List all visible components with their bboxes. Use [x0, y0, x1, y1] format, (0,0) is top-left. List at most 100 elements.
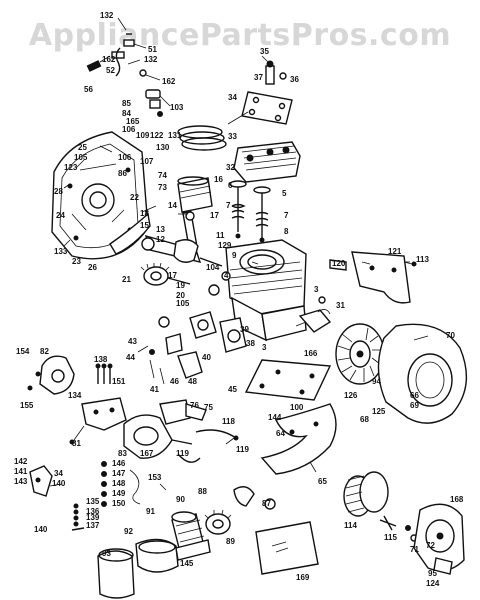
part-label: 124	[426, 579, 440, 588]
part-label: 20	[176, 291, 185, 300]
part-label: 130	[156, 143, 170, 152]
part-label: 123	[64, 163, 78, 172]
part-label: 9	[232, 251, 237, 260]
part-label: 82	[40, 347, 49, 356]
part-label: 143	[14, 477, 28, 486]
owners-manual	[255, 521, 319, 575]
leader-lines	[63, 111, 429, 491]
part-label: 135	[86, 497, 100, 506]
part-label: 84	[122, 109, 131, 118]
bracket-121	[329, 251, 417, 304]
part-label: 126	[344, 391, 358, 400]
piston-rings	[177, 125, 227, 151]
part-label: 16	[214, 175, 223, 184]
part-label: 137	[86, 521, 100, 530]
part-label: 86	[118, 169, 127, 178]
part-label: 24	[56, 211, 65, 220]
washers-column	[101, 461, 141, 507]
part-label: 106	[118, 153, 132, 162]
part-label: 64	[276, 429, 285, 438]
part-label: 109	[136, 131, 150, 140]
part-label: 151	[112, 377, 126, 386]
part-label: 52	[106, 66, 115, 75]
part-label: 70	[446, 331, 455, 340]
part-label: 13	[156, 225, 165, 234]
part-label: 32	[226, 163, 235, 172]
part-label: 125	[372, 407, 386, 416]
part-label: 85	[122, 99, 131, 108]
piston-assembly	[177, 176, 213, 250]
part-label: 149	[112, 489, 126, 498]
part-label: 15	[140, 221, 149, 230]
part-label: 35	[260, 47, 269, 56]
part-label: 169	[296, 573, 310, 582]
part-label: 91	[146, 507, 155, 516]
part-label: 136	[86, 507, 100, 516]
part-label: 72	[426, 541, 435, 550]
part-label: 71	[410, 545, 419, 554]
crankcase-cover	[51, 131, 151, 260]
part-label: 69	[410, 401, 419, 410]
part-label: 12	[156, 235, 165, 244]
part-label: 144	[268, 413, 282, 422]
part-label: 66	[410, 391, 419, 400]
part-label: 56	[84, 85, 93, 94]
part-label: 51	[148, 45, 157, 54]
part-label: 129	[218, 241, 232, 250]
plate-82	[27, 355, 75, 395]
part-label: 43	[128, 337, 137, 346]
part-label: 155	[20, 401, 34, 410]
top-hardware	[86, 17, 161, 81]
part-label: 119	[236, 445, 249, 454]
part-label: 121	[388, 247, 402, 256]
part-label: 6	[228, 181, 233, 190]
muffler	[97, 538, 211, 599]
part-label: 89	[226, 537, 235, 546]
part-label: 11	[216, 231, 225, 240]
part-label: 95	[428, 569, 437, 578]
crankshaft	[141, 234, 223, 267]
part-label: 146	[112, 459, 126, 468]
part-label: 120	[332, 259, 346, 268]
part-labels: 132 51 162 132 52 56 162 35 37 36 34 85 …	[14, 11, 464, 588]
part-label: 40	[202, 353, 211, 362]
part-label: 17	[210, 211, 219, 220]
screws-138	[95, 363, 113, 384]
part-label: 106	[122, 125, 136, 134]
part-label: 150	[112, 499, 126, 508]
parts-artwork	[27, 17, 468, 599]
bracket-134	[69, 397, 127, 445]
part-label: 119	[176, 449, 189, 458]
part-label: 100	[290, 403, 304, 412]
part-label: 8	[284, 227, 289, 236]
part-label: 134	[68, 391, 82, 400]
part-label: 154	[16, 347, 30, 356]
part-label: 88	[198, 487, 207, 496]
part-label: 5	[282, 189, 287, 198]
part-label: 103	[170, 103, 184, 112]
part-label: 140	[34, 525, 48, 534]
part-label: 34	[54, 469, 63, 478]
part-label: 118	[222, 417, 235, 426]
part-label: 104	[206, 263, 220, 272]
part-label: 122	[150, 131, 164, 140]
part-label: 28	[54, 187, 63, 196]
part-label: 25	[78, 143, 87, 152]
part-label: 18	[140, 209, 149, 218]
part-label: 33	[228, 132, 237, 141]
part-label: 105	[176, 299, 190, 308]
part-label: 107	[140, 157, 154, 166]
part-label: 44	[126, 353, 135, 362]
carburetor-parts	[137, 311, 247, 385]
governor-parts	[145, 89, 171, 117]
part-label: 65	[318, 477, 327, 486]
roller-114	[343, 471, 389, 517]
part-label: 162	[162, 77, 176, 86]
part-label: 113	[416, 255, 429, 264]
gear-21	[140, 262, 191, 286]
part-label: 131	[168, 131, 182, 140]
part-label: 22	[130, 193, 139, 202]
part-label: 94	[372, 377, 381, 386]
